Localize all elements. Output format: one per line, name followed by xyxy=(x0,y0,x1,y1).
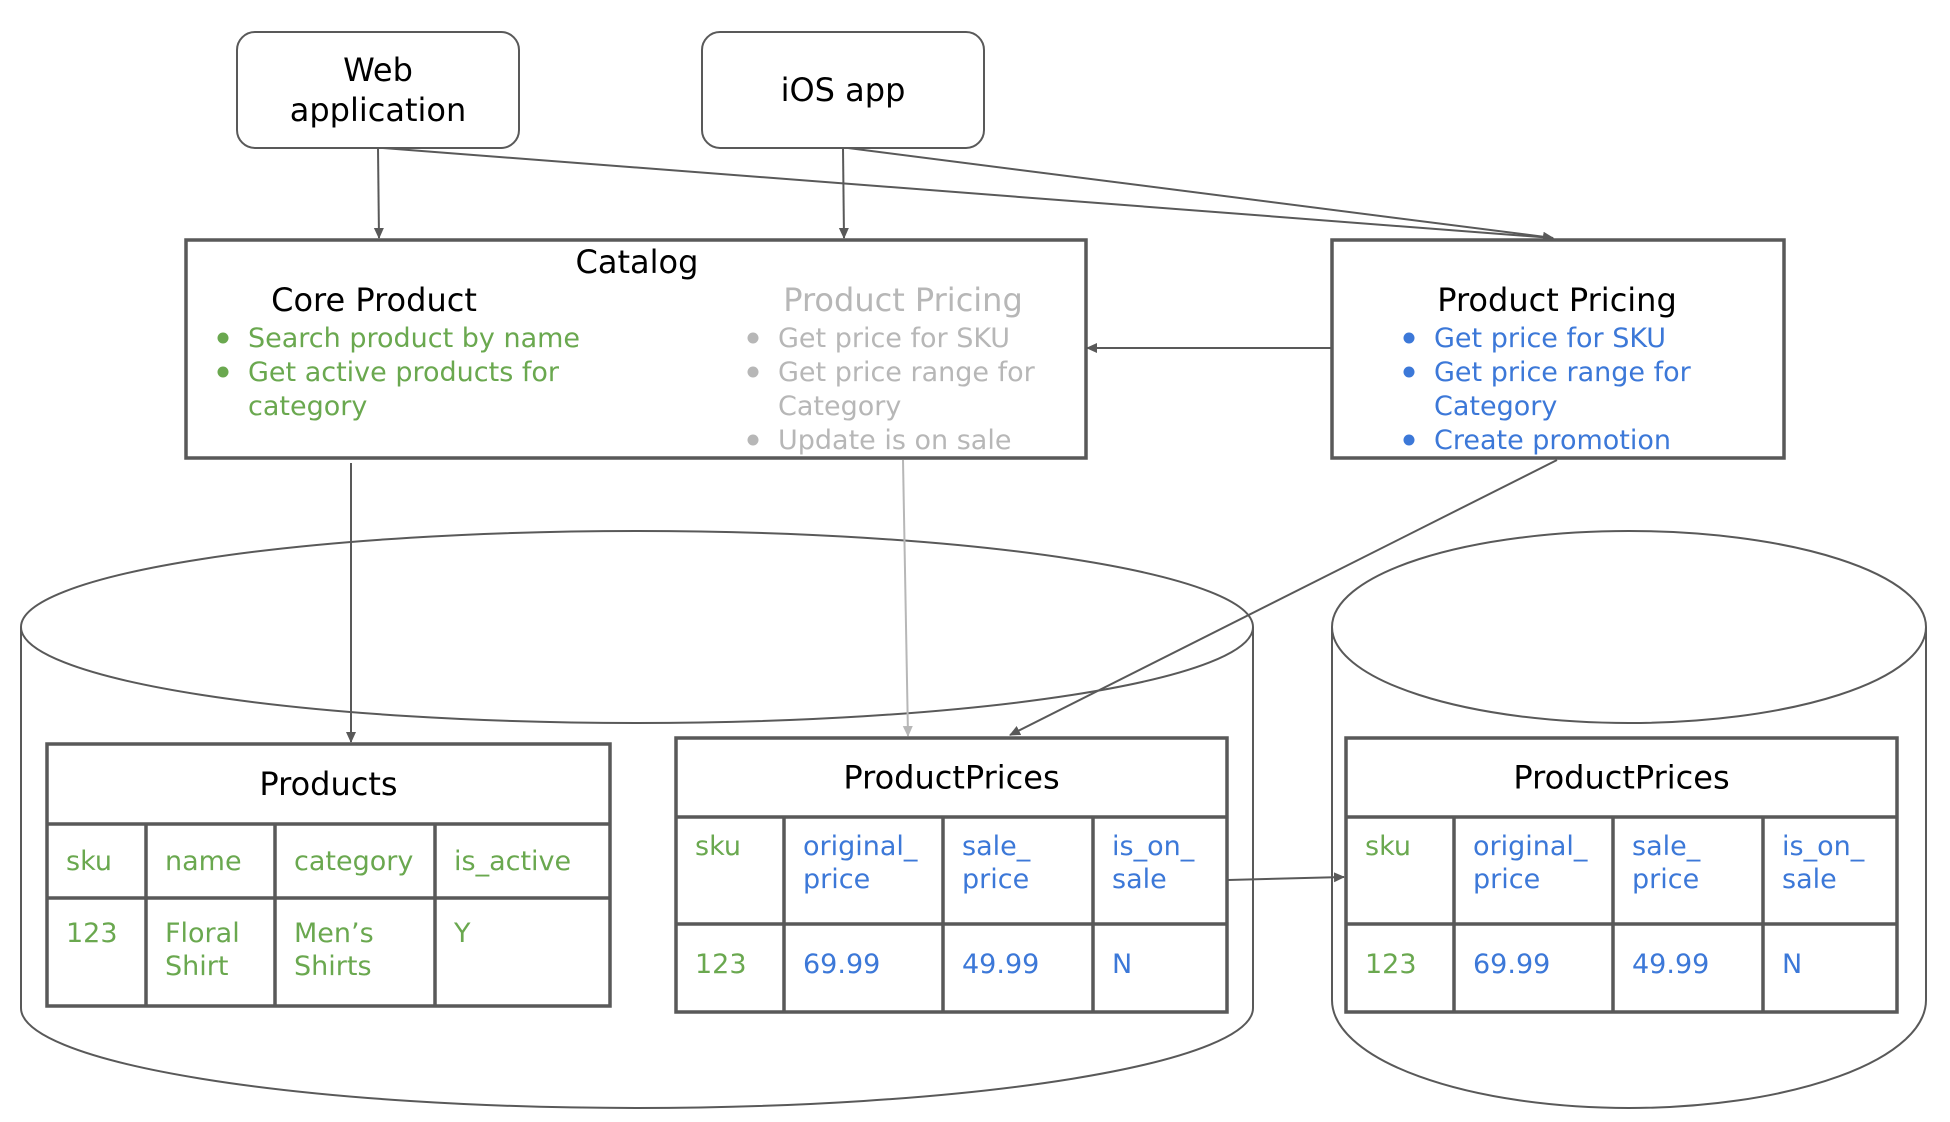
table-border xyxy=(45,742,612,1008)
table-header-cell: price xyxy=(962,864,1029,895)
table-header-cell: original_ xyxy=(803,831,918,862)
bullet-icon xyxy=(1403,332,1415,344)
capability-text: Category xyxy=(778,391,901,422)
arrow-pricing-service-to-product-prices xyxy=(1009,459,1558,736)
table-title: Products xyxy=(259,765,397,803)
capability-text: Get price for SKU xyxy=(1434,323,1666,354)
arrow-replicate-product-prices xyxy=(1227,872,1345,883)
table-header-cell: name xyxy=(165,846,242,877)
capability-item: Search product by name xyxy=(217,323,580,354)
capability-text: Get price range for xyxy=(778,357,1036,388)
web-application-box: Web application xyxy=(236,31,520,149)
capability-text: Search product by name xyxy=(248,323,580,354)
capability-item: Get price for SKU xyxy=(1403,323,1666,354)
product-pricing-title: Product Pricing xyxy=(1437,281,1677,319)
table-header-cell: sale xyxy=(1112,864,1167,895)
capability-text: category xyxy=(248,391,367,422)
table-title: ProductPrices xyxy=(1513,759,1729,797)
table-header-cell: sku xyxy=(695,831,741,862)
products-table: Products sku name category is_active 123 Flora… xyxy=(45,742,612,1008)
capability-text: Update is on sale xyxy=(778,425,1011,456)
table-cell: 123 xyxy=(695,949,747,980)
table-header-cell: price xyxy=(1473,864,1540,895)
capability-item: Update is on sale xyxy=(747,425,1011,456)
table-header-cell: is_on_ xyxy=(1782,831,1865,862)
arrow-web-to-catalog xyxy=(373,147,384,239)
capability-text: Get price for SKU xyxy=(778,323,1010,354)
table-header-cell: sku xyxy=(66,846,112,877)
arrow-ios-to-pricing xyxy=(847,147,1554,242)
table-border xyxy=(674,736,1229,1014)
capability-text: Get active products for xyxy=(248,357,560,388)
arrow-deprecated-pricing-to-product-prices xyxy=(902,459,913,737)
table-cell: 123 xyxy=(1365,949,1417,980)
table-cell: Shirts xyxy=(294,951,372,982)
table-cell: Floral xyxy=(165,918,240,949)
table-header-cell: sku xyxy=(1365,831,1411,862)
table-header-cell: sale_ xyxy=(962,831,1031,862)
table-border xyxy=(1344,736,1899,1014)
capability-text: Category xyxy=(1434,391,1557,422)
cylinder-top xyxy=(20,530,1254,724)
table-header-cell: sale xyxy=(1782,864,1837,895)
capability-item: Get price for SKU xyxy=(747,323,1010,354)
table-header-cell: price xyxy=(803,864,870,895)
core-product-title: Core Product xyxy=(271,281,477,319)
ios-app-box: iOS app xyxy=(701,31,985,149)
bullet-icon xyxy=(217,366,229,378)
table-cell: 123 xyxy=(66,918,118,949)
table-header-cell: is_active xyxy=(454,846,571,877)
web-application-label-line2: application xyxy=(290,91,467,129)
table-header-cell: original_ xyxy=(1473,831,1588,862)
connectors xyxy=(346,147,1558,883)
table-cell: Shirt xyxy=(165,951,228,982)
bullet-icon xyxy=(1403,434,1415,446)
table-cell: Y xyxy=(453,918,471,949)
bullet-icon xyxy=(747,434,759,446)
table-cell: N xyxy=(1782,949,1802,980)
table-header-cell: category xyxy=(294,846,413,877)
bullet-icon xyxy=(1403,366,1415,378)
table-cell: 69.99 xyxy=(803,949,880,980)
catalog-service-box: Catalog Core Product Search product by n… xyxy=(184,238,1088,460)
table-cell: N xyxy=(1112,949,1132,980)
ios-app-label: iOS app xyxy=(781,71,906,109)
arrow-web-to-pricing xyxy=(382,147,1554,243)
capability-text: Get price range for xyxy=(1434,357,1692,388)
bullet-icon xyxy=(217,332,229,344)
table-cell: 49.99 xyxy=(962,949,1039,980)
capability-text: Create promotion xyxy=(1434,425,1671,456)
catalog-title: Catalog xyxy=(576,243,699,281)
capability-item: Create promotion xyxy=(1403,425,1671,456)
cylinder-top xyxy=(1331,530,1927,724)
table-header-cell: is_on_ xyxy=(1112,831,1195,862)
arrow-ios-to-catalog xyxy=(838,147,849,239)
table-cell: Men’s xyxy=(294,918,374,949)
table-cell: 69.99 xyxy=(1473,949,1550,980)
table-header-cell: price xyxy=(1632,864,1699,895)
bullet-icon xyxy=(747,332,759,344)
table-header-cell: sale_ xyxy=(1632,831,1701,862)
web-application-label-line1: Web xyxy=(343,51,413,89)
table-cell: 49.99 xyxy=(1632,949,1709,980)
deprecated-product-pricing-title: Product Pricing xyxy=(783,281,1023,319)
bullet-icon xyxy=(747,366,759,378)
table-title: ProductPrices xyxy=(843,759,1059,797)
